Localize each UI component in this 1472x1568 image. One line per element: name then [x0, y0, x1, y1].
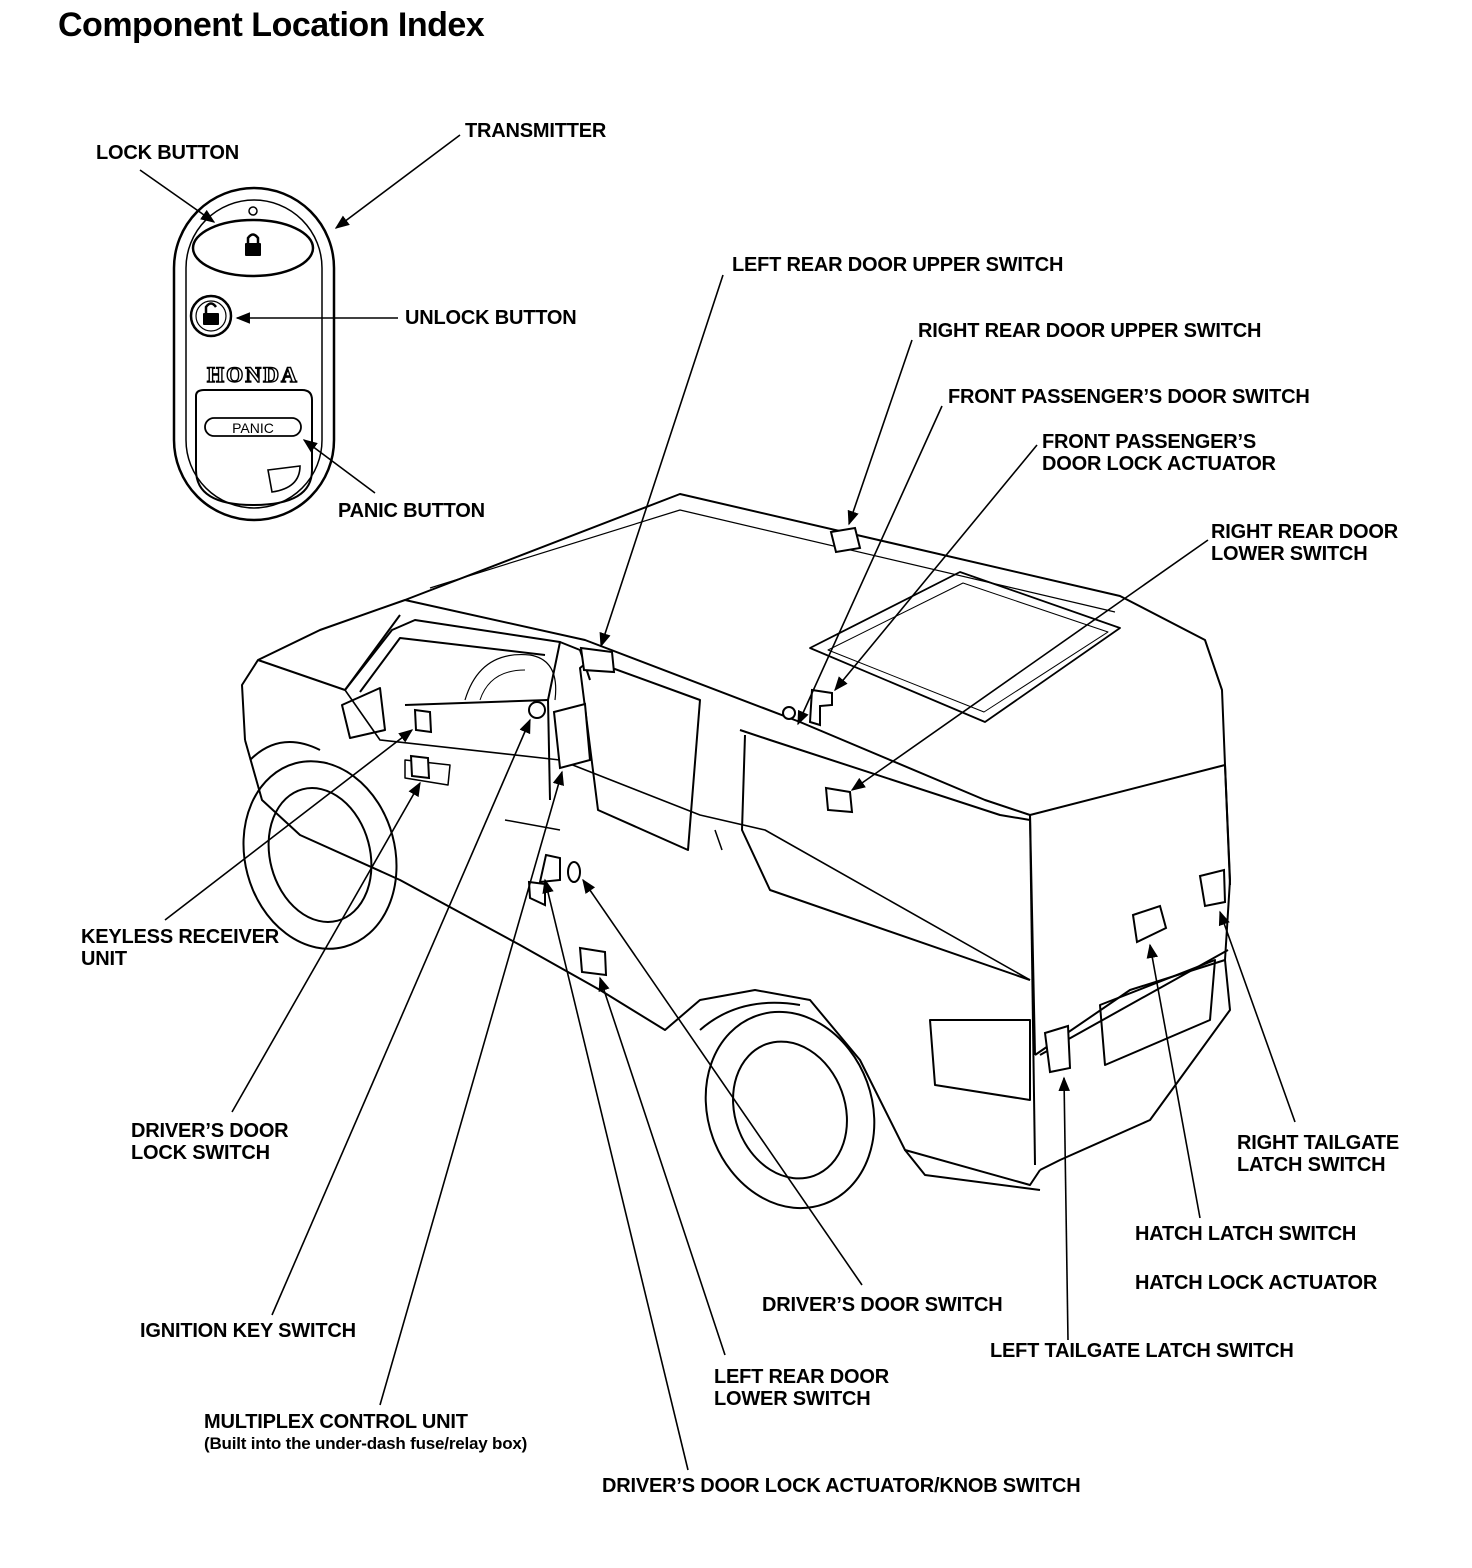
unlock-button-shape	[189, 294, 233, 338]
label-ignition-key-switch: IGNITION KEY SWITCH	[140, 1320, 356, 1342]
transmitter-fob	[172, 186, 336, 522]
unlock-icon	[203, 302, 219, 325]
label-transmitter: TRANSMITTER	[465, 120, 607, 142]
panic-button-text: PANIC	[232, 420, 274, 436]
label-front-passengers-door-switch: FRONT PASSENGER’S DOOR SWITCH	[948, 386, 1310, 408]
label-drivers-door-switch: DRIVER’S DOOR SWITCH	[762, 1294, 1003, 1316]
label-multiplex-control-unit: MULTIPLEX CONTROL UNIT (Built into the u…	[204, 1411, 527, 1455]
label-unlock-button: UNLOCK BUTTON	[405, 307, 577, 329]
label-right-tailgate-latch-switch: RIGHT TAILGATE LATCH SWITCH	[1237, 1132, 1399, 1176]
label-line: LATCH SWITCH	[1237, 1154, 1386, 1176]
label-line: MULTIPLEX CONTROL UNIT	[204, 1411, 468, 1433]
transmitter-brand-text: HONDA	[207, 362, 299, 387]
label-right-rear-door-lower-switch: RIGHT REAR DOOR LOWER SWITCH	[1211, 521, 1398, 565]
label-lock-button: LOCK BUTTON	[96, 142, 239, 164]
label-line: RIGHT REAR DOOR	[1211, 521, 1399, 543]
label-front-passengers-door-lock-actuator: FRONT PASSENGER’S DOOR LOCK ACTUATOR	[1042, 431, 1276, 475]
label-line: KEYLESS RECEIVER	[81, 926, 279, 948]
label-right-rear-door-upper-switch: RIGHT REAR DOOR UPPER SWITCH	[918, 320, 1262, 342]
label-line: LEFT REAR DOOR	[714, 1366, 889, 1388]
label-line: DRIVER’S DOOR	[131, 1120, 289, 1142]
label-line: RIGHT TAILGATE	[1237, 1132, 1399, 1154]
label-line: FRONT PASSENGER’S	[1042, 431, 1257, 453]
label-line: DOOR LOCK ACTUATOR	[1042, 453, 1276, 475]
label-left-tailgate-latch-switch: LEFT TAILGATE LATCH SWITCH	[990, 1340, 1294, 1362]
vehicle-outline	[241, 493, 1231, 1210]
leader-lines	[139, 134, 1296, 1471]
label-panic-button: PANIC BUTTON	[338, 500, 485, 522]
label-hatch-lock-actuator: HATCH LOCK ACTUATOR	[1135, 1272, 1378, 1294]
lock-button-shape	[191, 218, 315, 278]
label-line: LOCK SWITCH	[131, 1142, 270, 1164]
label-left-rear-door-upper-switch: LEFT REAR DOOR UPPER SWITCH	[732, 254, 1064, 276]
label-drivers-door-lock-actuator-knob-switch: DRIVER’S DOOR LOCK ACTUATOR/KNOB SWITCH	[602, 1475, 1081, 1497]
label-line: LOWER SWITCH	[714, 1388, 871, 1410]
label-keyless-receiver-unit: KEYLESS RECEIVER UNIT	[81, 926, 279, 970]
label-left-rear-door-lower-switch: LEFT REAR DOOR LOWER SWITCH	[714, 1366, 889, 1410]
label-hatch-latch-switch: HATCH LATCH SWITCH	[1135, 1223, 1357, 1245]
component-markers	[409, 526, 1227, 1074]
label-line: UNIT	[81, 948, 127, 970]
lock-icon	[245, 233, 261, 256]
label-line: (Built into the under-dash fuse/relay bo…	[204, 1434, 528, 1453]
label-drivers-door-lock-switch: DRIVER’S DOOR LOCK SWITCH	[131, 1120, 289, 1164]
page-title: Component Location Index	[58, 6, 485, 44]
label-line: LOWER SWITCH	[1211, 543, 1368, 565]
